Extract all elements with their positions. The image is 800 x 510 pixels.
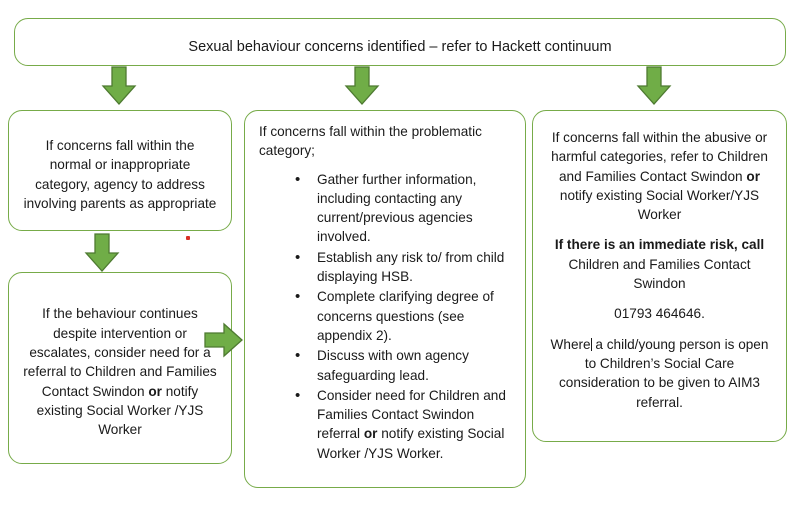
- middle-box: If concerns fall within the problematic …: [244, 110, 526, 488]
- right-box-paragraph-1: If concerns fall within the abusive or h…: [551, 130, 768, 223]
- arrow-down-left-second-icon: [84, 233, 120, 273]
- left-top-box: If concerns fall within the normal or in…: [8, 110, 232, 231]
- left-top-box-text: If concerns fall within the normal or in…: [23, 137, 217, 211]
- arrow-down-middle-icon: [344, 66, 380, 106]
- arrow-down-right-icon: [636, 66, 672, 106]
- right-box-paragraph-4-before: Where: [550, 336, 591, 352]
- red-dot-marker: [186, 236, 190, 240]
- middle-box-bullet-list: Gather further information, including co…: [259, 169, 511, 463]
- text-caret: [590, 337, 592, 351]
- right-box-paragraph-4: Where a child/young person is open to Ch…: [545, 335, 774, 412]
- right-box-paragraph-4-after: a child/young person is open to Children…: [558, 336, 769, 410]
- list-item: Consider need for Children and Families …: [295, 385, 511, 463]
- title-box: Sexual behaviour concerns identified – r…: [14, 18, 786, 66]
- list-item: Complete clarifying degree of concerns q…: [295, 286, 511, 345]
- left-bottom-box: If the behaviour continues despite inter…: [8, 272, 232, 464]
- right-box-phone-number: 01793 464646.: [614, 306, 705, 322]
- list-item: Establish any risk to/ from child displa…: [295, 247, 511, 287]
- arrow-right-connector-icon: [204, 322, 244, 358]
- arrow-down-left-icon: [101, 66, 137, 106]
- left-bottom-box-text: If the behaviour continues despite inter…: [23, 306, 217, 438]
- list-item: Discuss with own agency safeguarding lea…: [295, 345, 511, 385]
- right-box-paragraph-2: If there is an immediate risk, call Chil…: [554, 237, 765, 292]
- title-text: Sexual behaviour concerns identified – r…: [188, 39, 612, 56]
- middle-box-heading: If concerns fall within the problematic …: [259, 124, 482, 159]
- right-box: If concerns fall within the abusive or h…: [532, 110, 787, 442]
- list-item: Gather further information, including co…: [295, 169, 511, 247]
